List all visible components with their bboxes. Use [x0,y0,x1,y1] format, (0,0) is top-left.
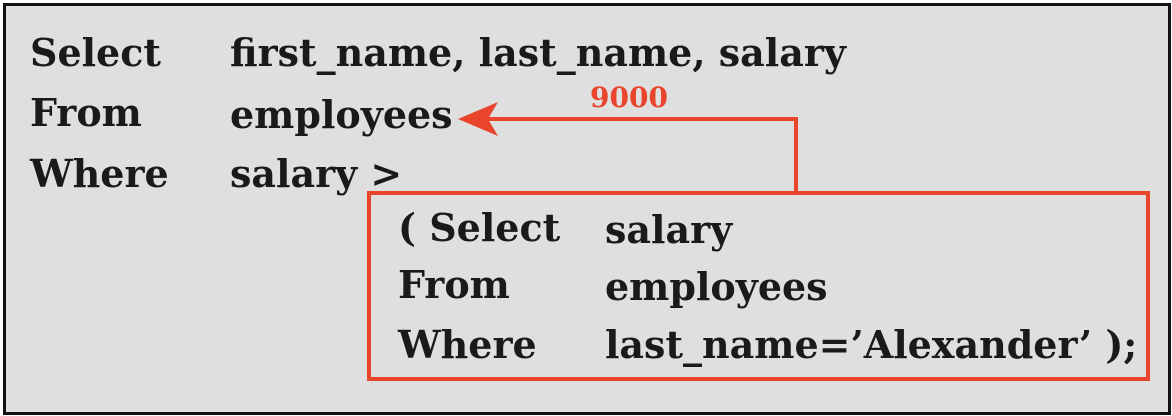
sub-where-keyword: Where [398,322,537,367]
sub-select-column: salary [605,207,733,252]
sub-where-condition: last_name=’Alexander’ ); [605,322,1138,367]
subquery-result-value: 9000 [590,81,668,114]
outer-where-keyword: Where [30,151,169,196]
result-arrow-line [480,117,798,191]
outer-where-condition: salary > [230,151,403,196]
subquery-box [367,191,1150,381]
outer-from-table: employees [230,92,453,137]
outer-select-keyword: Select [30,30,161,75]
outer-from-keyword: From [30,90,142,135]
outer-query-box [3,3,1171,415]
sub-from-table: employees [605,264,828,309]
outer-select-columns: first_name, last_name, salary [230,30,846,75]
result-arrow-head [458,102,498,136]
sub-from-keyword: From [398,262,510,307]
sub-select-keyword: ( Select [398,205,561,250]
